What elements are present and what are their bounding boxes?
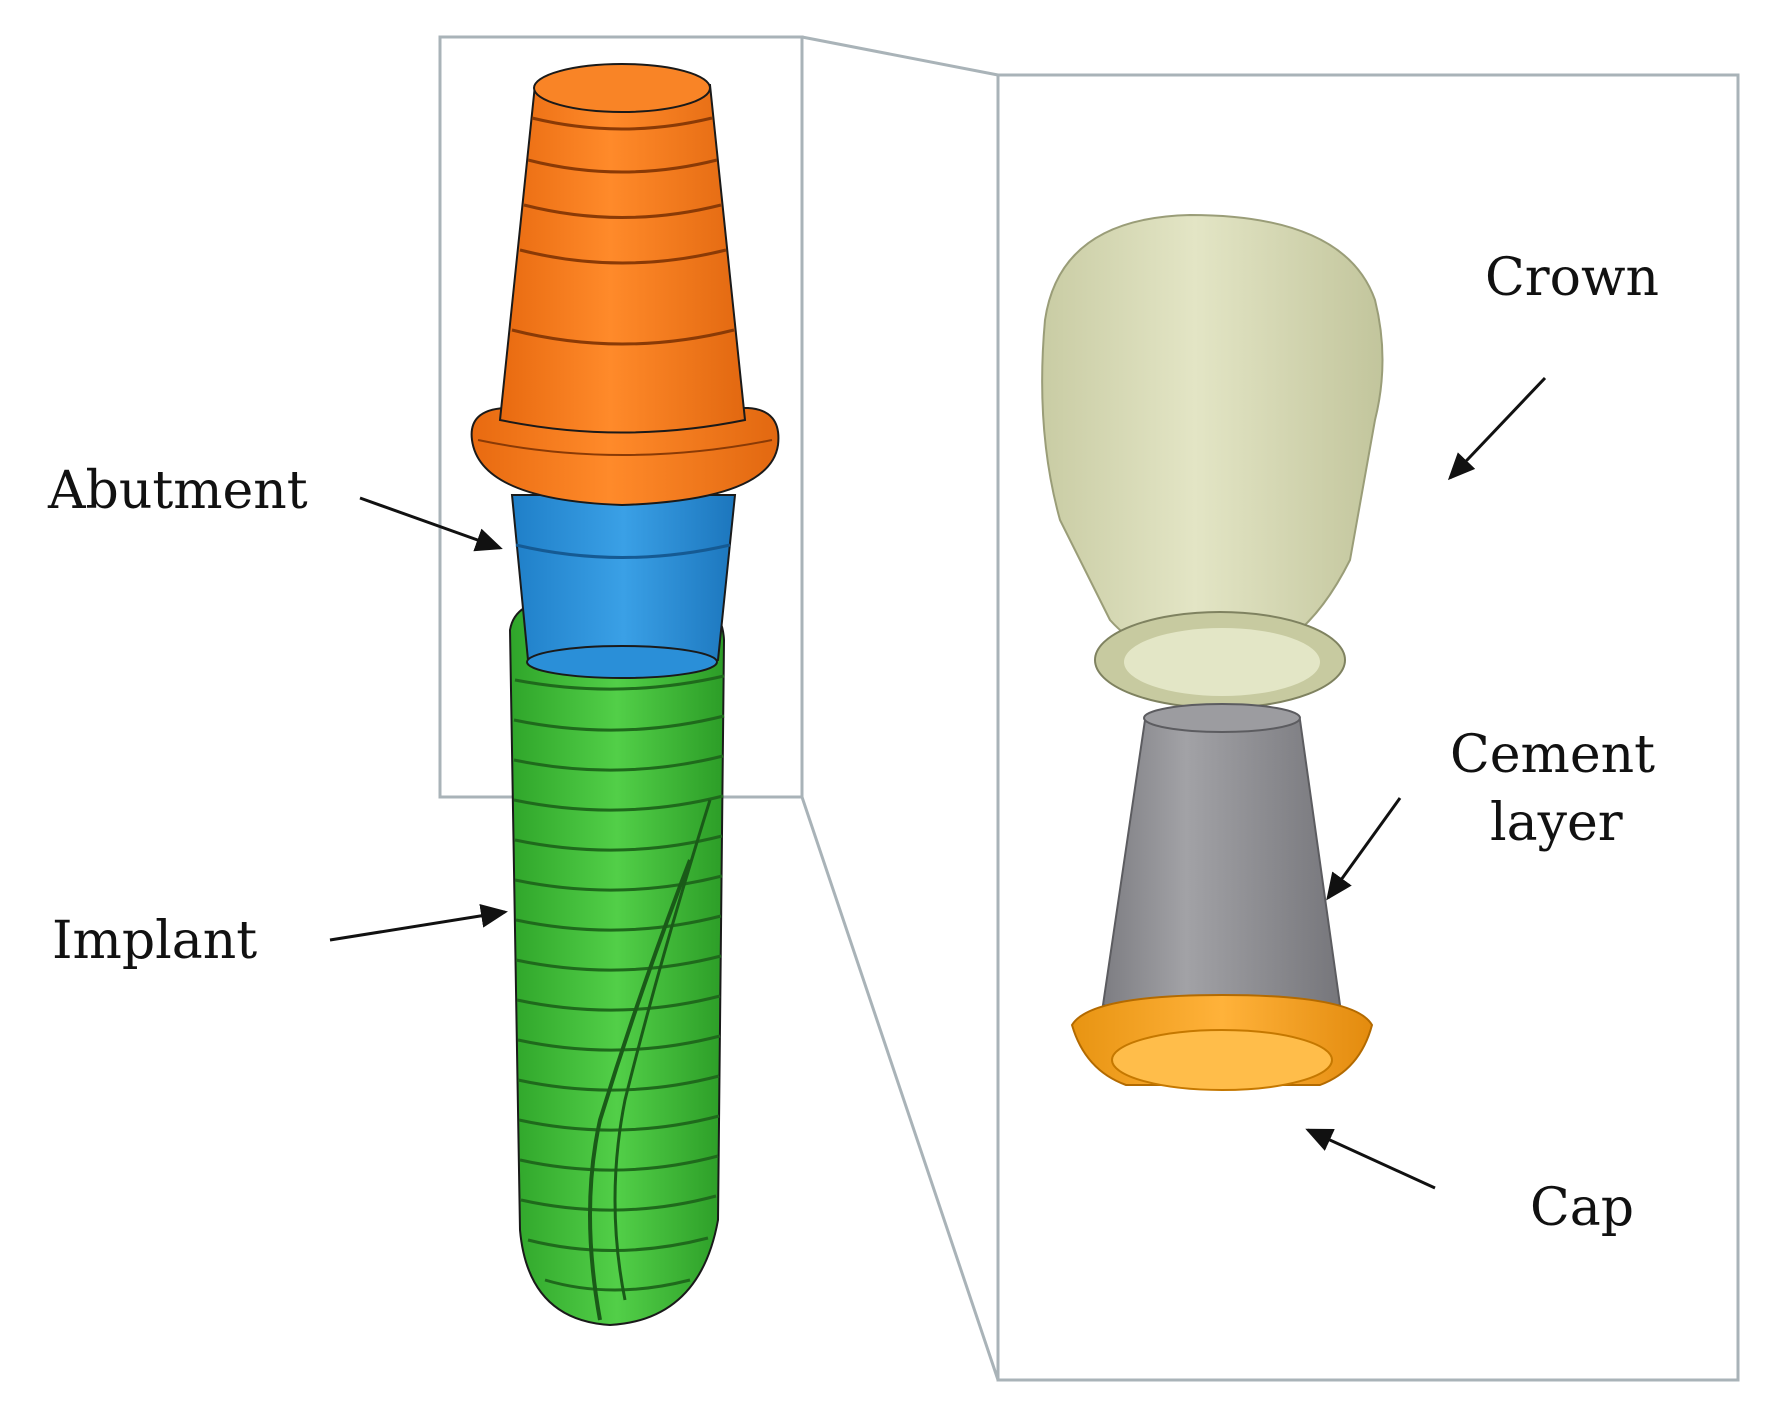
abutment-label: Abutment [47,461,308,521]
abutment-arrow [359,496,503,552]
cap-shape [1070,993,1374,1091]
zoom-line-bottom [800,796,1000,1381]
cement-label-line1: Cement [1450,725,1655,785]
detail-frame [996,73,1740,1382]
labels: Abutment Implant Crown Cement layer Cap [47,248,1659,1238]
cap-arrow [1305,1128,1436,1190]
crown-label: Crown [1485,248,1659,308]
implant-label: Implant [52,911,257,971]
zoom-line-top [801,35,999,77]
implant-body [508,599,726,1327]
crown-shape [1041,213,1384,709]
abutment-top [470,63,780,507]
label-arrows [329,376,1547,1190]
implant-arrow [329,903,508,942]
cement-arrow [1326,797,1402,901]
cement-layer-shape [1101,703,1342,1019]
cap-label: Cap [1530,1178,1634,1238]
abutment-base [510,494,737,679]
cement-label-line2: layer [1490,793,1623,853]
crown-arrow [1447,376,1547,481]
